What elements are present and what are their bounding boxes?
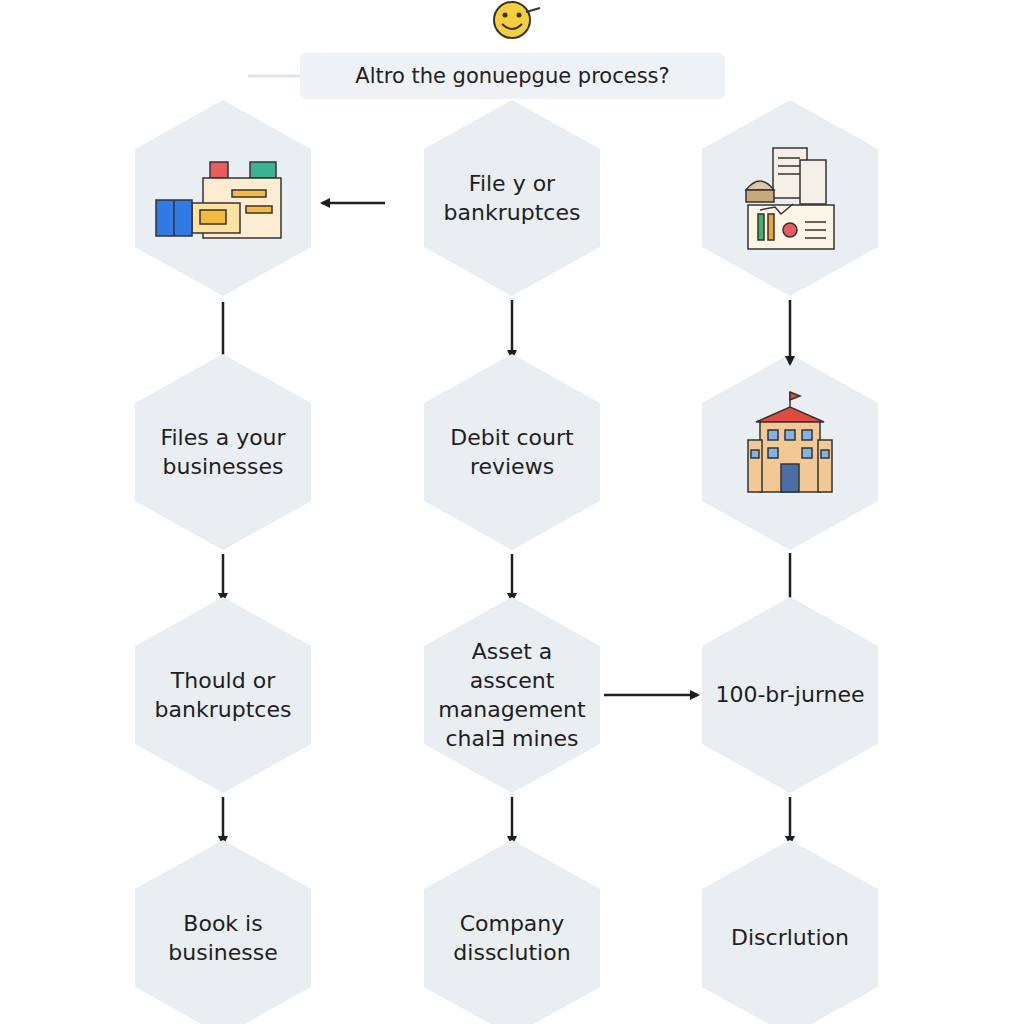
hexagon-content: Asset a asscent management chal∃ mines bbox=[434, 611, 590, 779]
flow-arrow bbox=[511, 554, 514, 601]
smiley-icon bbox=[494, 2, 540, 38]
process-hexagon: Files a your businesses bbox=[135, 354, 311, 550]
node-label: Thould or bankruptces bbox=[145, 666, 301, 724]
process-hexagon: Asset a asscent management chal∃ mines bbox=[424, 597, 600, 793]
text-column: File y or bankruptces bbox=[434, 169, 590, 227]
flow-arrow bbox=[511, 797, 514, 844]
documents-icon bbox=[746, 148, 834, 249]
hexagon-content: Files a your businesses bbox=[145, 368, 301, 536]
hexagon-content: Book is businesse bbox=[145, 854, 301, 1022]
node-label: Company dissclution bbox=[434, 909, 590, 967]
text-column: Files a your businesses bbox=[145, 423, 301, 481]
process-hexagon: Debit court reviews bbox=[424, 354, 600, 550]
hexagon-content: File y or bankruptces bbox=[434, 114, 590, 282]
flow-arrow bbox=[222, 797, 225, 844]
hexagon-content: Thould or bankruptces bbox=[145, 611, 301, 779]
court-building-icon bbox=[748, 392, 832, 492]
flow-arrow bbox=[789, 797, 792, 844]
hexagon-content: Discrlution bbox=[712, 854, 868, 1022]
process-hexagon: File y or bankruptces bbox=[424, 100, 600, 296]
process-hexagon: Discrlution bbox=[702, 840, 878, 1024]
hexagon-outline bbox=[135, 597, 311, 793]
text-column: Book is businesse bbox=[145, 909, 301, 967]
business-icon bbox=[156, 162, 281, 238]
hexagon-content: Company dissclution bbox=[434, 854, 590, 1022]
flow-arrow bbox=[604, 694, 698, 697]
text-column: Discrlution bbox=[712, 923, 868, 952]
node-label: Asset a asscent management chal∃ mines bbox=[434, 637, 590, 753]
node-label: Book is businesse bbox=[145, 909, 301, 967]
process-hexagon: 100-br-jurnee bbox=[702, 597, 878, 793]
hexagon-content: 100-br-jurnee bbox=[712, 611, 868, 779]
icon-hexagon bbox=[135, 100, 311, 296]
process-hexagon: Company dissclution bbox=[424, 840, 600, 1024]
flow-arrow bbox=[222, 554, 225, 601]
text-column: Debit court reviews bbox=[434, 423, 590, 481]
node-label: Discrlution bbox=[712, 923, 868, 952]
hexagon-outline bbox=[424, 100, 600, 296]
node-label: Files a your businesses bbox=[145, 423, 301, 481]
icon-hexagon bbox=[702, 354, 878, 550]
hexagon-outline bbox=[424, 354, 600, 550]
icon-hexagon bbox=[702, 100, 878, 296]
title-text: Altro the gonuepgue process? bbox=[355, 64, 669, 88]
node-label: Debit court reviews bbox=[434, 423, 590, 481]
text-column: Company dissclution bbox=[434, 909, 590, 967]
node-label: 100-br-jurnee bbox=[712, 680, 868, 709]
node-label: File y or bankruptces bbox=[434, 169, 590, 227]
text-column: Thould or bankruptces bbox=[145, 666, 301, 724]
text-column: Asset a asscent management chal∃ mines bbox=[434, 637, 590, 753]
flow-arrow bbox=[511, 300, 514, 358]
process-hexagon: Thould or bankruptces bbox=[135, 597, 311, 793]
hexagon-content: Debit court reviews bbox=[434, 368, 590, 536]
title-rule bbox=[248, 75, 300, 78]
hexagon-outline bbox=[135, 354, 311, 550]
process-hexagon: Book is businesse bbox=[135, 840, 311, 1024]
hexagon-outline bbox=[424, 597, 600, 793]
title-box: Altro the gonuepgue process? bbox=[300, 53, 725, 99]
text-column: 100-br-jurnee bbox=[712, 680, 868, 709]
